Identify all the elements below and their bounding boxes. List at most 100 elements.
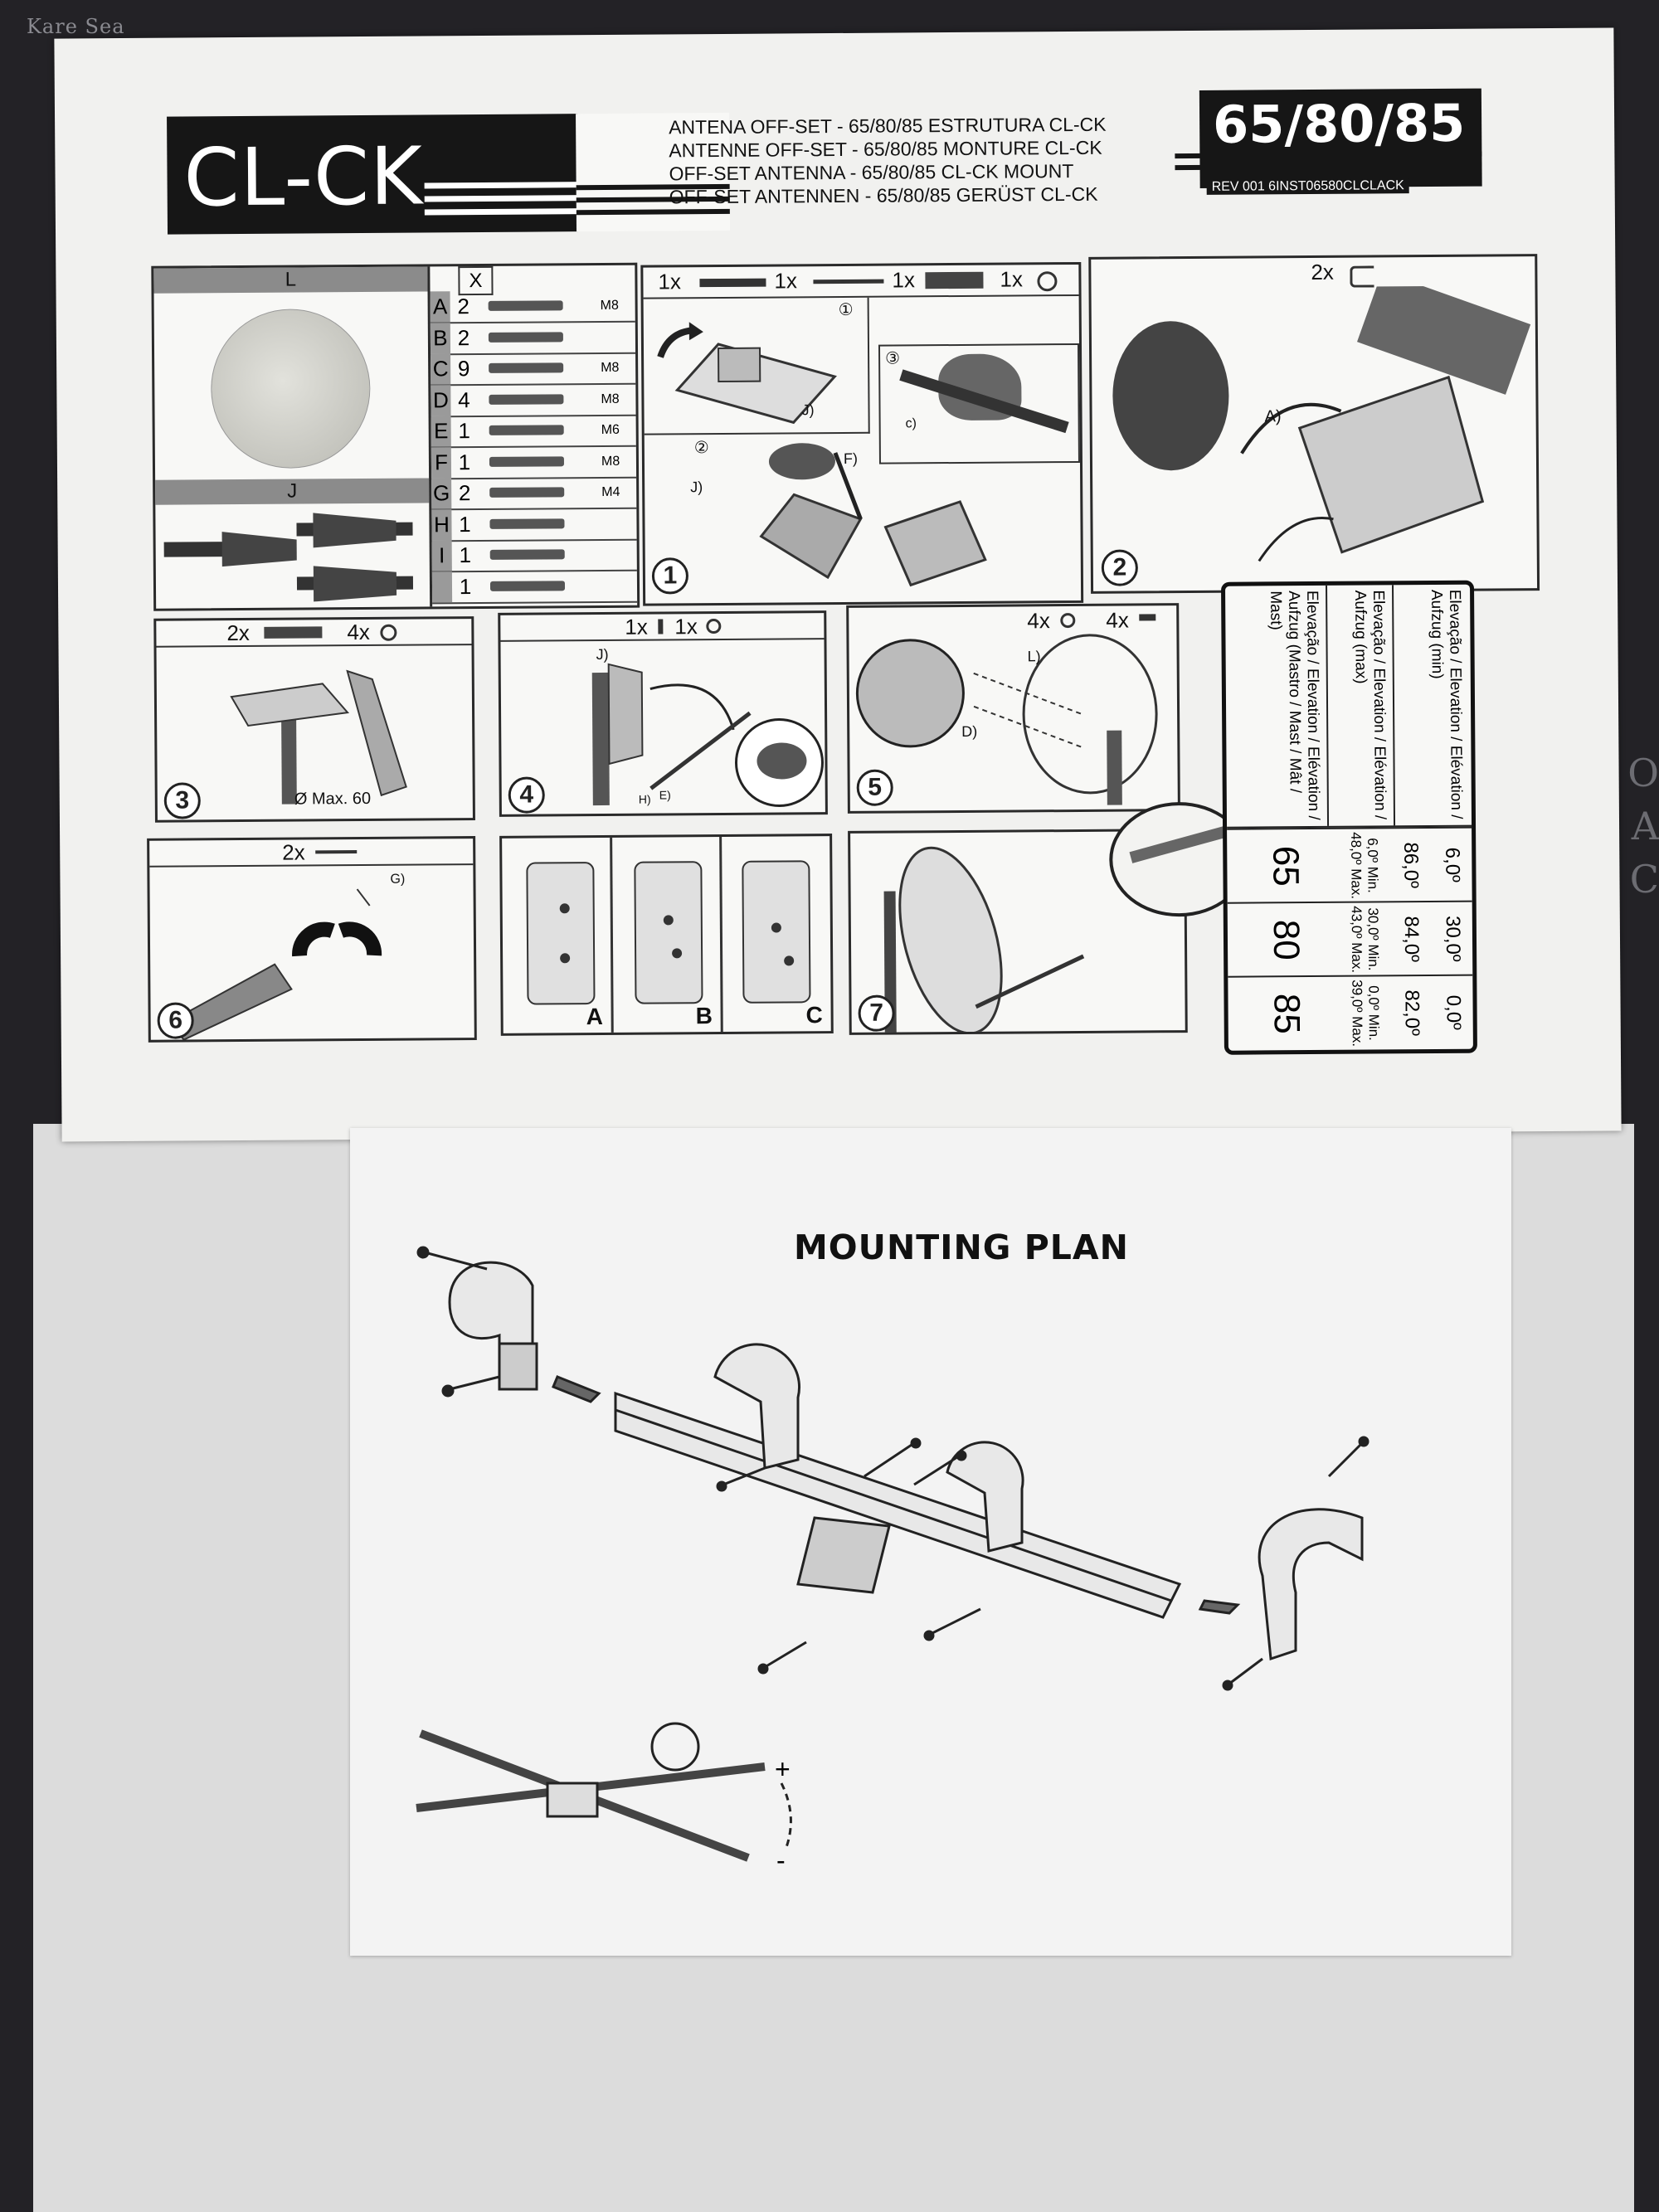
step-4-callout-j: J)	[596, 645, 609, 664]
variant-c: C	[805, 1002, 823, 1028]
elev-min: 6,0º	[1441, 847, 1464, 882]
part-icon	[488, 300, 563, 311]
part-icon	[489, 393, 564, 405]
step-3-panel: 2x 4x Ø Max. 60 3	[153, 616, 475, 823]
title-fr: ANTENNE OFF-SET - 65/80/85 MONTURE CL-CK	[669, 136, 1102, 162]
elev-label-max: Elevação / Elevation / Elévation / Aufzu…	[1351, 590, 1389, 820]
part-letter: B	[430, 322, 451, 353]
step-2-number: 2	[1101, 549, 1139, 586]
part-letter: H	[431, 508, 452, 540]
step-1-assembly-drawing	[759, 443, 987, 587]
step-2-qty: 2x	[1311, 259, 1334, 285]
mounting-plan-drawing	[416, 1246, 1370, 1862]
product-titles: ANTENA OFF-SET - 65/80/85 ESTRUTURA CL-C…	[669, 112, 1151, 208]
elev-max: 86,0º	[1399, 842, 1423, 889]
step-6-qty: 2x	[282, 839, 305, 865]
step-1-qty-d: 1x	[1000, 266, 1024, 292]
step-5-number: 5	[856, 769, 893, 806]
step-6-number: 6	[157, 1002, 194, 1039]
part-size: M8	[601, 454, 620, 469]
elev-min: 30,0º	[1441, 915, 1465, 962]
step-6-drawing	[166, 888, 382, 1040]
instruction-sheet: CL-CK ANTENA OFF-SET - 65/80/85 ESTRUTUR…	[54, 27, 1622, 1142]
model-number: 65/80/85	[1212, 92, 1466, 155]
step-4-qty-a: 1x	[625, 614, 648, 639]
part-letter: D	[431, 384, 451, 416]
elev-label-min: Elevação / Elevation / Elévation / Aufzu…	[1428, 589, 1465, 819]
part-qty: 1	[459, 573, 472, 599]
part-size: M8	[601, 360, 620, 375]
step-5-callout-d: D)	[961, 722, 978, 740]
plus-sign: +	[775, 1754, 791, 1784]
part-icon	[489, 362, 564, 373]
part-size: M4	[601, 484, 620, 499]
step-4-drawing	[591, 663, 824, 807]
callout-j-top: J)	[801, 401, 815, 419]
part-qty: 1	[459, 511, 471, 537]
part-icon	[489, 487, 565, 498]
step-5-panel: 4x 4x L) D) 5	[846, 603, 1180, 814]
part-letter: C	[431, 353, 451, 385]
elev-mast: 30,0º Min. 43,0º Max.	[1348, 906, 1382, 974]
logo: CL-CK	[183, 129, 424, 225]
step-1-subpanel-1: ① J)	[643, 297, 870, 435]
step-5-callout-l: L)	[1027, 648, 1041, 665]
step-1-panel: 1x 1x 1x 1x ① J) ③ c) ② F) J)	[640, 261, 1084, 606]
step-1-qty-a: 1x	[658, 269, 682, 294]
elev-model: 80	[1265, 919, 1307, 960]
part-letter: G	[431, 478, 452, 509]
step-4-number: 4	[508, 776, 545, 814]
part-icon	[489, 580, 566, 591]
step-2-panel: 2x A) 2	[1088, 254, 1540, 594]
callout-c: c)	[905, 416, 917, 431]
part-letter: F	[431, 446, 452, 478]
variant-a: A	[586, 1003, 603, 1030]
part-qty: 1	[458, 449, 471, 474]
elevation-table: Elevação / Elevation / Elévation / Aufzu…	[1220, 580, 1477, 1055]
dish-image	[210, 308, 372, 469]
variant-b: B	[695, 1003, 713, 1029]
step-1-qty-bar: 1x 1x 1x 1x	[643, 264, 1079, 299]
title-en: OFF-SET ANTENNA - 65/80/85 CL-CK MOUNT	[669, 160, 1074, 185]
part-icon	[488, 331, 563, 343]
part-qty: 2	[457, 324, 470, 350]
part-qty: 2	[458, 480, 471, 506]
step-1-qty-c: 1x	[892, 267, 916, 293]
part-size: M8	[600, 298, 619, 313]
part-icon	[489, 425, 564, 435]
step-3-qty-a: 2x	[226, 620, 250, 646]
part-qty: 9	[457, 356, 470, 382]
step-7-drawing	[883, 846, 1085, 1033]
elev-model: 65	[1265, 845, 1306, 887]
sub-1-marker: ①	[838, 300, 854, 319]
part-qty: 4	[458, 386, 470, 412]
elev-mast: 0,0º Min. 39,0º Max.	[1349, 980, 1382, 1048]
part-icon	[489, 518, 565, 529]
part-letter: I	[431, 540, 452, 571]
part-qty: 1	[459, 542, 472, 568]
minus-sign: -	[776, 1845, 786, 1875]
mounting-plan-title: MOUNTING PLAN	[794, 1228, 1129, 1267]
model-box: 65/80/85	[1199, 88, 1482, 188]
part-icon	[489, 455, 564, 467]
step-7-number: 7	[858, 994, 895, 1032]
dish-label: L	[153, 266, 428, 294]
elev-min: 0,0º	[1442, 994, 1465, 1030]
part-letter: E	[431, 416, 451, 447]
part-size: M8	[601, 391, 620, 406]
title-de: OFF-SET ANTENNEN - 65/80/85 GERÜST CL-CK	[669, 182, 1098, 208]
step-2-clip-icon	[1350, 265, 1374, 288]
step-4-qty-b: 1x	[674, 614, 698, 639]
abc-drawing	[526, 860, 811, 1005]
